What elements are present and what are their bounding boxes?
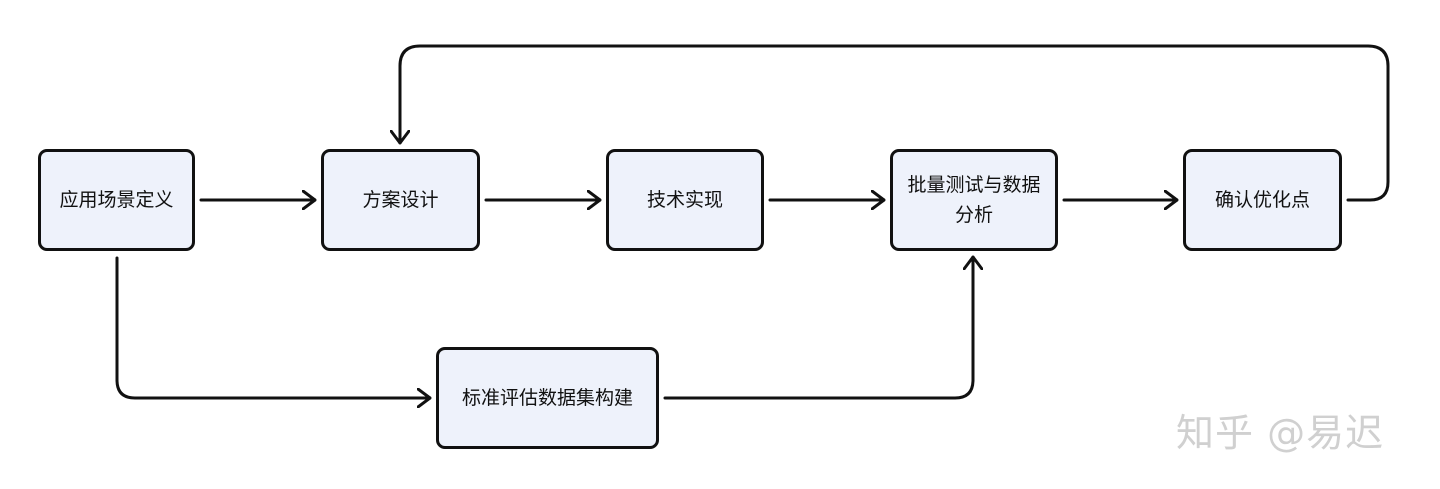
node-batch-testing-analysis-label: 批量测试与数据分析 <box>907 174 1041 226</box>
node-scenario-definition-label: 应用场景定义 <box>59 189 174 211</box>
node-solution-design: 方案设计 <box>321 149 480 251</box>
node-scenario-definition: 应用场景定义 <box>38 149 195 251</box>
zhihu-watermark: 知乎 @易迟 <box>1176 411 1385 455</box>
node-batch-testing-analysis: 批量测试与数据分析 <box>890 149 1058 251</box>
arrow-dataset-to-testing <box>663 255 973 400</box>
node-technical-implementation-label: 技术实现 <box>646 189 723 211</box>
node-solution-design-label: 方案设计 <box>362 189 439 211</box>
arrow-scenario-to-dataset <box>115 256 432 398</box>
node-technical-implementation: 技术实现 <box>606 149 764 251</box>
node-eval-dataset-construction: 标准评估数据集构建 <box>436 347 659 449</box>
node-confirm-optimization-label: 确认优化点 <box>1214 189 1310 211</box>
arrow-feedback-loop <box>400 44 1390 202</box>
node-confirm-optimization: 确认优化点 <box>1183 149 1342 251</box>
node-eval-dataset-construction-label: 标准评估数据集构建 <box>461 387 633 409</box>
